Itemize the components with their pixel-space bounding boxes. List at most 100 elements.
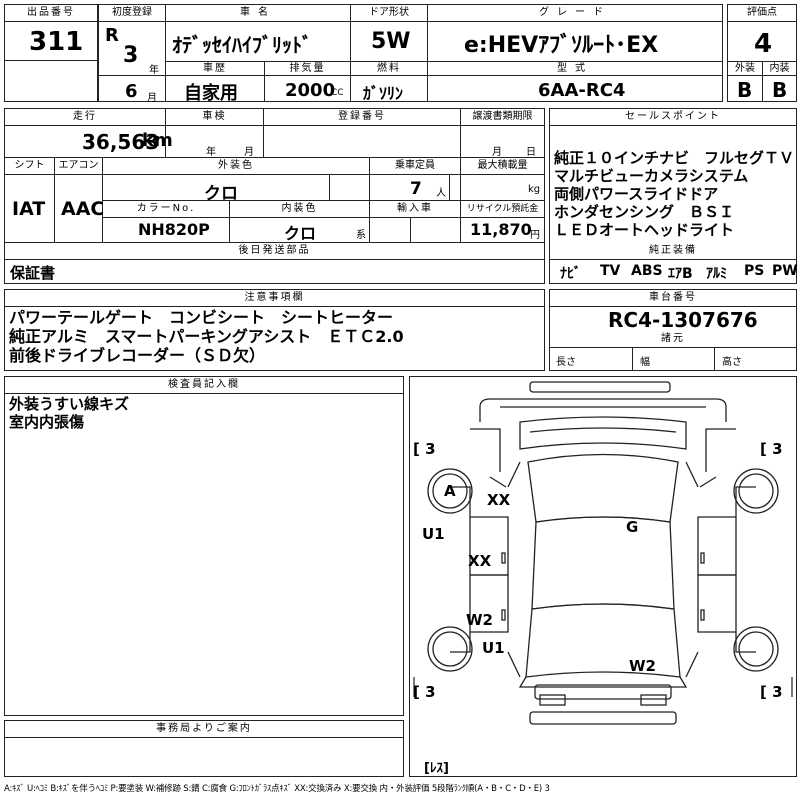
equip-alloy: ｱﾙﾐ bbox=[706, 266, 727, 282]
damage-mark-u1-rear: U1 bbox=[482, 639, 505, 657]
fuel: ｶﾞｿﾘﾝ bbox=[363, 84, 404, 103]
equip-ps: PS bbox=[744, 263, 765, 279]
grade: e:HEVｱﾌﾞｿﾙｰﾄ･EX bbox=[464, 33, 659, 58]
ac: AAC bbox=[61, 198, 105, 220]
ext-grade-label: 外装 bbox=[728, 62, 762, 76]
sales-line-5: ＬＥＤオートヘッドライト bbox=[554, 221, 735, 239]
damage-mark-a: A bbox=[444, 482, 456, 500]
height-label: 高さ bbox=[722, 357, 742, 368]
chassis-box: 車台番号 RC4-1307676 諸元 長さ 幅 高さ bbox=[549, 289, 797, 371]
notes-line-1: パワーテールゲート コンビシート シートヒーター bbox=[9, 308, 394, 327]
color-no: NH820P bbox=[138, 220, 210, 239]
car-name-box: 車名 ｵﾃﾞｯｾｲﾊｲﾌﾞﾘｯﾄﾞ bbox=[165, 4, 351, 62]
inspector-line-2: 室内内張傷 bbox=[9, 413, 85, 431]
tire-front-left: [ 3 bbox=[413, 440, 436, 458]
model-box: 型式 6AA-RC4 bbox=[427, 61, 723, 102]
inspection-label: 車検 bbox=[166, 109, 263, 126]
sales-line-1: 純正１０インチナビ フルセグＴＶ bbox=[554, 149, 795, 167]
displacement-unit: CC bbox=[331, 88, 344, 98]
max-load-label: 最大積載量 bbox=[461, 158, 544, 175]
ext-color-label: 外装色 bbox=[103, 158, 369, 175]
tire-rear-right: [ 3 bbox=[760, 683, 783, 701]
lot-number-box: 出品番号 311 bbox=[4, 4, 98, 61]
equip-navi: ﾅﾋﾞ bbox=[560, 266, 581, 282]
capacity-label: 乗車定員 bbox=[370, 158, 460, 175]
office-label: 事務局よりご案内 bbox=[5, 721, 403, 738]
displacement: 2000 bbox=[285, 80, 336, 101]
ext-grade: B bbox=[737, 78, 753, 102]
chassis-label: 車台番号 bbox=[550, 290, 796, 307]
reg-number-label: 登録番号 bbox=[264, 109, 460, 126]
mileage-label: 走行 bbox=[5, 109, 165, 126]
ext-grade-box: 外装 B bbox=[727, 61, 763, 102]
damage-mark-w2-left: W2 bbox=[466, 611, 493, 629]
recycle-label: リサイクル預託金 bbox=[461, 201, 544, 218]
lot-number-label: 出品番号 bbox=[5, 5, 97, 22]
mileage: 36,563 bbox=[82, 130, 160, 154]
capacity: 7 bbox=[410, 179, 422, 199]
sales-points-box: セールスポイント 純正１０インチナビ フルセグＴＶ マルチビューカメラシステム … bbox=[549, 108, 798, 284]
max-load-unit: kg bbox=[528, 184, 541, 195]
int-grade: B bbox=[772, 78, 788, 102]
mileage-unit: km bbox=[142, 130, 173, 151]
inspector-line-1: 外装うすい線キズ bbox=[9, 395, 130, 413]
notes-line-3: 前後ドライブレコーダー（ＳＤ欠） bbox=[9, 346, 266, 365]
later-parts-label: 後日発送部品 bbox=[5, 243, 544, 260]
door-label: ドア形状 bbox=[351, 5, 427, 22]
notes-box: 注意事項欄 パワーテールゲート コンビシート シートヒーター 純正アルミ スマー… bbox=[4, 289, 545, 371]
era: R bbox=[105, 25, 119, 46]
damage-mark-xx-door: XX bbox=[468, 552, 492, 570]
length-label: 長さ bbox=[556, 357, 576, 368]
equip-pw: PW bbox=[772, 263, 798, 279]
capacity-unit: 人 bbox=[436, 188, 446, 199]
reg-month: 6 bbox=[125, 81, 138, 102]
damage-mark-u1-front: U1 bbox=[422, 525, 445, 543]
insp-month-unit: 月 bbox=[244, 147, 254, 158]
score-label: 評価点 bbox=[728, 5, 796, 22]
transfer-month-unit: 月 bbox=[492, 147, 502, 158]
inspector-label: 検査員記入欄 bbox=[5, 377, 403, 394]
insp-year-unit: 年 bbox=[206, 147, 216, 158]
color-no-label: カラーNo. bbox=[103, 201, 229, 218]
damage-diagram: [ 3 [ 3 [ 3 [ 3 [ﾚｽ] A XX U1 XX G W2 U1 … bbox=[409, 376, 797, 777]
car-outline-diagram bbox=[413, 381, 793, 725]
sales-line-4: ホンダセンシング ＢＳＩ bbox=[554, 203, 735, 221]
fuel-box: 燃料 ｶﾞｿﾘﾝ bbox=[350, 61, 428, 103]
reg-year: 3 bbox=[123, 43, 139, 68]
int-color-label: 内装色 bbox=[230, 201, 369, 218]
int-color-unit: 系 bbox=[356, 230, 366, 241]
notes-line-2: 純正アルミ スマートパーキングアシスト ＥＴＣ2.0 bbox=[9, 327, 404, 346]
inspector-box: 検査員記入欄 外装うすい線キズ 室内内張傷 bbox=[4, 376, 404, 716]
spare-tire: [ﾚｽ] bbox=[424, 761, 449, 776]
ext-color: クロ bbox=[204, 184, 238, 204]
damage-mark-g: G bbox=[626, 518, 639, 536]
year-unit: 年 bbox=[149, 65, 159, 76]
model-label: 型式 bbox=[428, 62, 722, 76]
spec-label: 諸元 bbox=[550, 331, 796, 348]
first-registration-box: 初度登録 R 3 年 6 月 bbox=[98, 4, 166, 104]
sales-line-3: 両側パワースライドドア bbox=[554, 185, 719, 203]
equipment-label: 純正装備 bbox=[550, 243, 796, 260]
sales-line-2: マルチビューカメラシステム bbox=[554, 167, 749, 185]
displacement-box: 排気量 2000 CC bbox=[264, 61, 351, 102]
chassis-number: RC4-1307676 bbox=[608, 308, 758, 332]
blank-box bbox=[4, 60, 98, 102]
int-grade-label: 内装 bbox=[763, 62, 796, 76]
equip-abs: ABS bbox=[631, 263, 663, 279]
recycle-unit: 円 bbox=[530, 230, 540, 241]
model: 6AA-RC4 bbox=[538, 80, 626, 101]
score-box: 評価点 4 bbox=[727, 4, 797, 62]
car-name-label: 車名 bbox=[166, 5, 350, 22]
transfer-day-unit: 日 bbox=[526, 147, 536, 158]
tire-front-right: [ 3 bbox=[760, 440, 783, 458]
legend-text: A:ｷｽﾞ U:ﾍｺﾐ B:ｷｽﾞを伴うﾍｺﾐ P:要塗装 W:補修跡 S:錆 … bbox=[4, 784, 550, 794]
shift: IAT bbox=[12, 198, 46, 220]
int-color: クロ bbox=[284, 224, 317, 243]
history-label: 車歴 bbox=[166, 62, 264, 76]
equip-tv: TV bbox=[600, 263, 621, 279]
fuel-label: 燃料 bbox=[351, 62, 427, 76]
office-box: 事務局よりご案内 bbox=[4, 720, 404, 777]
score: 4 bbox=[754, 29, 773, 59]
import-label: 輸入車 bbox=[370, 201, 460, 218]
shift-label: シフト bbox=[5, 158, 54, 175]
